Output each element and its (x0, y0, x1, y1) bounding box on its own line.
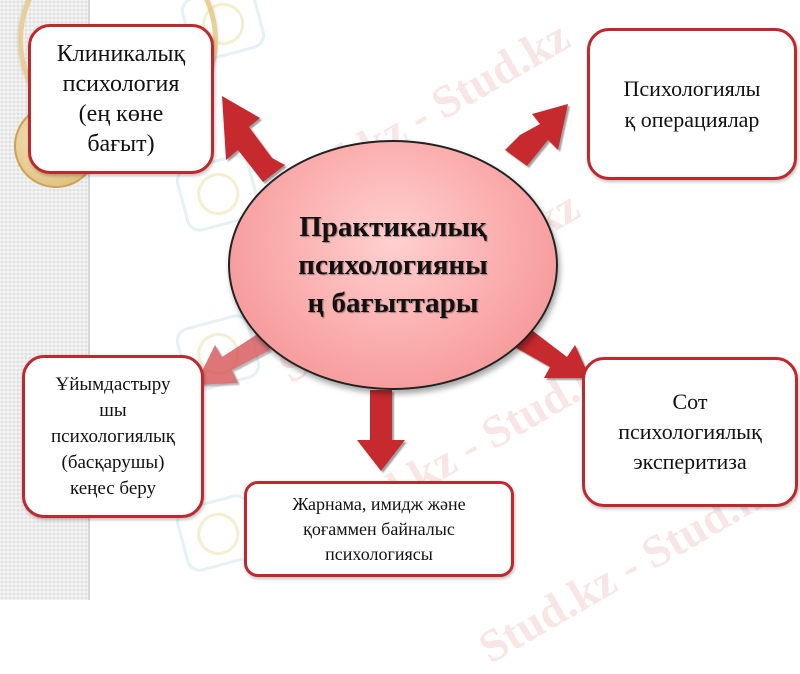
node-psychological-operations: Психологиялы қ операциялар (587, 28, 797, 180)
node-clinical-psychology: Клиникалық психология (ең көне бағыт) (28, 24, 214, 174)
node-label: Клиникалық психология (ең көне бағыт) (56, 41, 186, 157)
arrow-to-clinical-icon (222, 96, 285, 182)
arrow-to-forensic-icon (513, 325, 590, 378)
node-label: Жарнама, имидж және қоғаммен байналыс пс… (292, 493, 466, 564)
arrows-layer (195, 96, 590, 471)
node-label: Сот психологиялық эксперитиза (618, 389, 762, 474)
arrow-to-organizational-icon (195, 330, 270, 385)
center-title: Практикалық психологияны ң бағыттары (298, 211, 488, 319)
arrow-to-advertising-icon (357, 390, 405, 471)
center-node: Практикалық психологияны ң бағыттары (228, 140, 558, 390)
node-label: Психологиялы қ операциялар (623, 76, 761, 132)
node-forensic-expertise: Сот психологиялық эксперитиза (582, 357, 798, 507)
node-organizational-consulting: Ұйымдастыру шы психологиялық (басқарушы)… (22, 355, 204, 518)
node-label: Ұйымдастыру шы психологиялық (басқарушы)… (51, 373, 175, 499)
node-advertising-psychology: Жарнама, имидж және қоғаммен байналыс пс… (244, 481, 514, 577)
arrow-to-operations-icon (505, 104, 568, 166)
